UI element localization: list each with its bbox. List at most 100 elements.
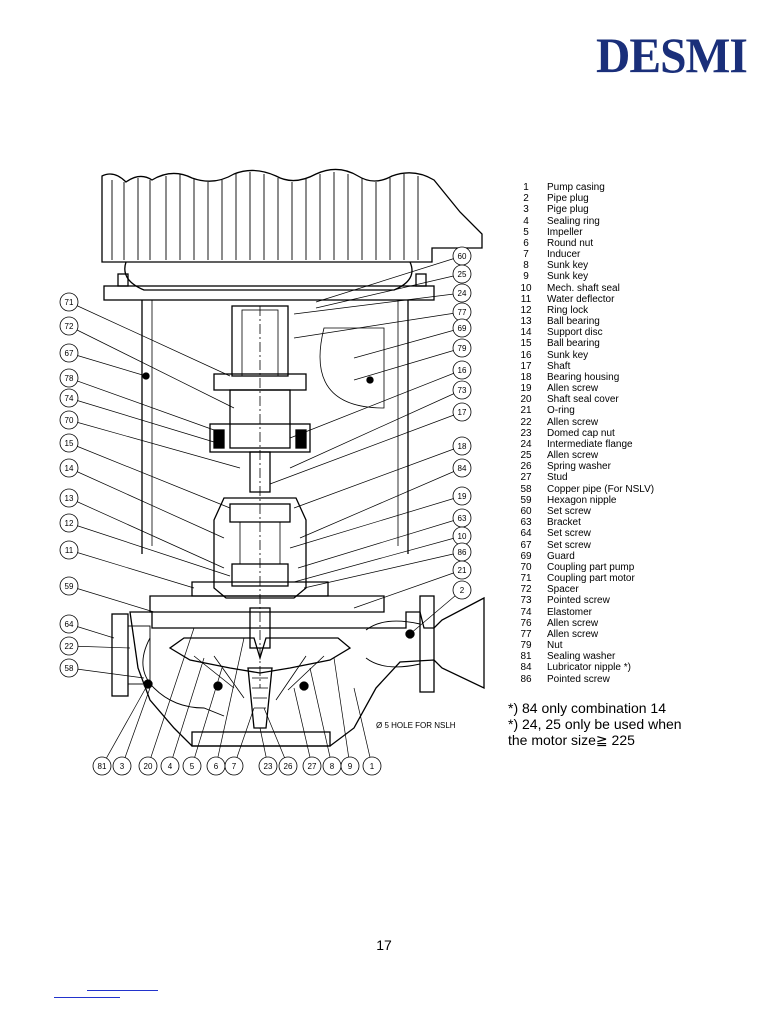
part-name: Intermediate flange [547,438,633,450]
callout-label: 24 [458,289,467,298]
callout-label: 6 [214,762,219,771]
callout-circle [302,756,322,776]
callout-label: 69 [458,324,467,333]
part-name: Nut [547,640,563,652]
callout-label: 14 [65,464,74,473]
callout-label: 5 [190,762,195,771]
footer-link-underline[interactable] [87,990,158,991]
callout-label: 58 [65,664,74,673]
callout-circle [59,513,79,533]
pump-sectional-drawing: 7172677874701514131211596422586025247769… [59,168,485,776]
part-number: 58 [520,483,532,495]
callout-circle [182,756,202,776]
callout-circle [224,756,244,776]
part-row: 12 Ring lock [505,305,755,316]
part-name: O-ring [547,405,575,417]
callout-label: 17 [458,408,467,417]
callout-circle [452,380,472,400]
leader-line [68,522,231,577]
part-number: 12 [520,304,532,316]
callout-label: 84 [458,464,467,473]
suction-flange [111,613,129,697]
leader-line [68,585,155,613]
part-number: 3 [523,204,529,216]
leader-line [68,667,145,679]
leader-line [315,273,463,309]
part-number: 15 [520,338,532,350]
discharge-flange [419,595,435,693]
part-number: 6 [523,237,529,249]
leader-line [191,667,223,767]
part-name: Pump casing [547,182,605,193]
part-number: 2 [523,193,529,205]
part-name: Elastomer [547,606,593,618]
callout-circle [59,458,79,478]
part-number: 23 [520,427,532,439]
leader-line [353,327,463,359]
part-name: Shaft [547,360,571,372]
leader-line [299,467,463,539]
callout-label: 23 [264,762,273,771]
leader-line [68,497,225,569]
part-number: 11 [520,293,532,305]
leader-line [101,683,149,767]
callout-label: 21 [458,566,467,575]
callout-label: 81 [98,762,107,771]
page-number: 17 [376,937,392,953]
part-number: 21 [520,405,532,417]
part-name: Sealing washer [547,651,616,663]
part-row: 20 Shaft seal cover [505,394,755,405]
callout-circle [258,756,278,776]
callout-circle [59,614,79,634]
guard-window [319,327,385,409]
footer-link-underline[interactable] [54,997,120,998]
callout-circle [452,436,472,456]
callout-circle [452,580,472,600]
hole-note: Ø 5 HOLE FOR NSLH [376,721,456,730]
motor-base [124,261,413,291]
bearing-housing [213,497,307,599]
part-number: 60 [520,505,532,517]
leader-line [215,637,245,767]
leader-line [293,292,463,315]
callout-label: 63 [458,514,467,523]
leader-line [121,687,151,767]
part-number: 20 [520,394,532,406]
callout-label: 20 [144,762,153,771]
note-line: the motor size≧ 225 [508,732,635,748]
part-number: 27 [520,472,532,484]
callout-label: 2 [460,586,465,595]
callout-circle [452,264,472,284]
callout-label: 64 [65,620,74,629]
part-name: Shaft seal cover [547,394,619,406]
leader-line [263,707,289,767]
part-name: Set screw [547,539,591,551]
leader-line [68,301,231,377]
note-line: *) 24, 25 only be used when [508,716,682,732]
part-name: Guard [547,550,575,562]
callout-circle [59,488,79,508]
callout-circle [59,636,79,656]
callout-label: 15 [65,439,74,448]
callout-circle [59,658,79,678]
leader-line [68,325,235,409]
callout-label: 79 [458,344,467,353]
leader-line [233,707,255,767]
part-number: 84 [520,662,532,674]
part-name: Ring lock [547,304,589,316]
part-name: Ball bearing [547,316,600,328]
callout-circle [59,540,79,560]
part-number: 19 [520,383,532,395]
callout-label: 16 [458,366,467,375]
